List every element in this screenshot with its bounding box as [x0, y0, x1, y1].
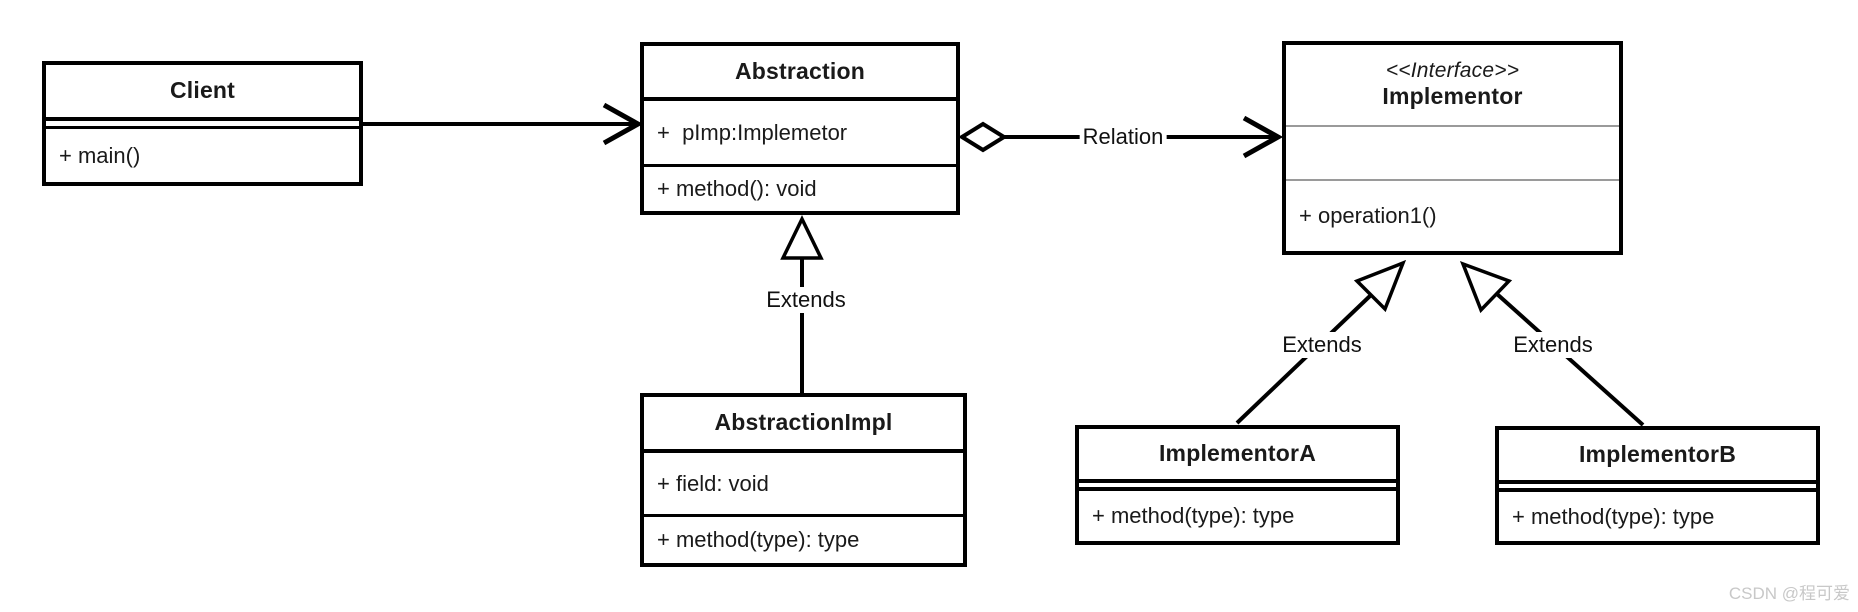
class-name-implementora: ImplementorA: [1158, 440, 1317, 467]
class-method-implementora-method: + method(type): type: [1092, 503, 1295, 528]
edge-label-relation: Relation: [1079, 124, 1167, 150]
stereotype-interface: <<Interface>>: [1385, 59, 1520, 83]
class-title-implementorb: ImplementorB: [1499, 430, 1816, 484]
class-name-abstractionimpl: AbstractionImpl: [714, 409, 893, 436]
class-box-implementor: <<Interface>> Implementor + operation1(): [1282, 41, 1623, 255]
class-box-implementorb: ImplementorB + method(type): type: [1495, 426, 1820, 545]
aggregation-diamond-icon: [958, 121, 1008, 153]
class-title-implementora: ImplementorA: [1079, 429, 1396, 483]
class-attribute-abstraction-pimp: + pImp:Implemetor: [644, 101, 956, 167]
class-method-implementorb-method: + method(type): type: [1512, 503, 1715, 529]
class-method-implementor-operation1: + operation1(): [1299, 203, 1437, 228]
class-name-implementorb: ImplementorB: [1578, 441, 1737, 468]
class-box-client: Client + main(): [42, 61, 363, 186]
empty-attributes-compartment-implementorb: [1499, 484, 1816, 492]
implementora-extends-line: [1235, 293, 1373, 425]
class-member-client-main: + main(): [59, 142, 141, 168]
class-method-abstraction-method: + method(): void: [657, 176, 817, 201]
class-name-abstraction: Abstraction: [735, 57, 865, 84]
implementora-extends-triangle-icon: [1353, 259, 1407, 313]
edge-label-extends-implementorb: Extends: [1510, 332, 1596, 358]
edge-label-extends-implementora: Extends: [1279, 332, 1365, 358]
class-title-abstraction: Abstraction: [644, 46, 956, 101]
class-box-implementora: ImplementorA + method(type): type: [1075, 425, 1400, 545]
class-attribute-abstractionimpl-field: + field: void: [644, 453, 963, 517]
class-title-implementor: <<Interface>> Implementor: [1286, 45, 1619, 127]
class-name-implementor: Implementor: [1382, 83, 1523, 110]
abstractionimpl-extends-triangle-icon: [780, 215, 824, 260]
empty-attributes-compartment-implementor: [1286, 127, 1619, 181]
implementorb-extends-triangle-icon: [1459, 261, 1513, 314]
empty-attributes-compartment-implementora: [1079, 483, 1396, 491]
edge-label-extends-abstractionimpl: Extends: [763, 287, 849, 313]
class-method-abstractionimpl-method: + method(type): type: [657, 527, 860, 552]
class-box-abstractionimpl: AbstractionImpl + field: void + method(t…: [640, 393, 967, 567]
class-title-client: Client: [46, 65, 359, 121]
csdn-watermark: CSDN @程可爱: [1728, 584, 1850, 603]
class-name-client: Client: [169, 77, 236, 104]
class-title-abstractionimpl: AbstractionImpl: [644, 397, 963, 453]
relation-open-arrowhead-icon: [1242, 115, 1284, 159]
empty-attributes-compartment-client: [46, 121, 359, 129]
client-abstraction-open-arrowhead-icon: [602, 102, 644, 146]
implementorb-extends-line: [1495, 292, 1645, 427]
class-box-abstraction: Abstraction + pImp:Implemetor + method()…: [640, 42, 960, 215]
